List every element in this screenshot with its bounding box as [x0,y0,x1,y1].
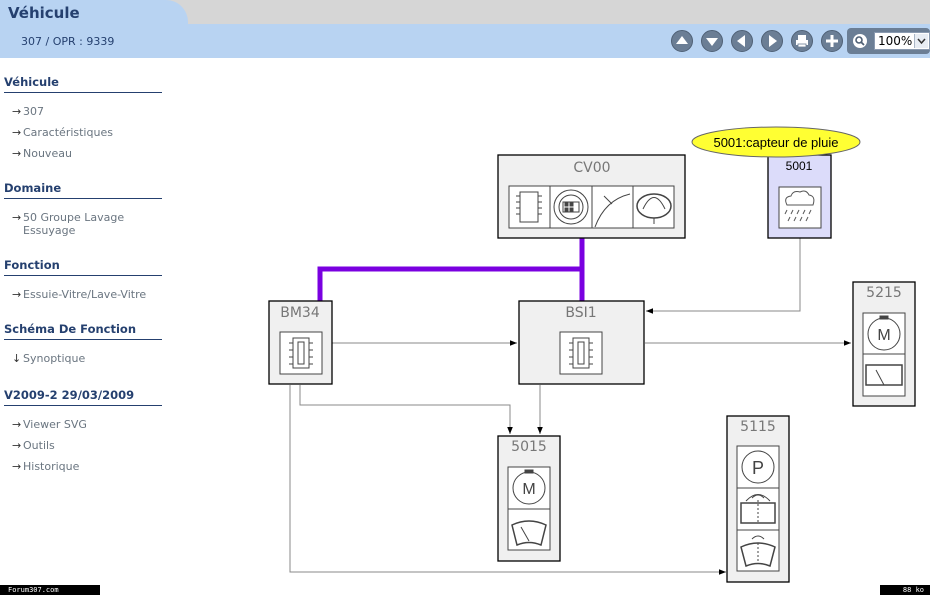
component-label: 5001 [786,159,813,173]
component-bsi1[interactable]: BSI1 [518,300,645,385]
component-cv00[interactable]: CV00 [497,154,686,239]
print-button[interactable] [791,30,813,52]
breadcrumb[interactable]: 307 / OPR : 9339 [21,35,115,48]
plus-icon [826,35,838,47]
component-5215[interactable]: 5215 M [852,281,916,407]
wire-5001-bsi1[interactable] [646,238,801,314]
sidebar-heading-domaine: Domaine [4,181,62,195]
component-label: 5115 [740,419,776,435]
up-arrow-icon [676,36,688,44]
washer-rear-icon [740,494,776,524]
component-5001-rain-sensor[interactable]: 5001 [767,154,832,239]
sidebar-item-essuie-vitre[interactable]: →Essuie-Vitre/Lave-Vitre [12,288,146,301]
arrow-down-icon: ↓ [12,352,22,365]
component-5015[interactable]: 5015 M [497,435,561,562]
component-bm34[interactable]: BM34 [268,300,333,385]
left-arrow-icon [737,35,745,47]
right-arrow-icon [769,35,777,47]
sidebar-item-label: Nouveau [23,147,72,160]
component-5115[interactable]: 5115 P [726,415,790,583]
component-tooltip: 5001:capteur de pluie [691,126,861,158]
component-label: CV00 [573,160,610,176]
ecu-chip-icon [516,191,542,223]
header-tab [0,0,188,26]
file-size-badge: 88 ko [880,585,930,595]
arrow-right-icon: → [12,460,22,473]
component-label: BM34 [280,305,320,321]
sidebar-heading-schema: Schéma De Fonction [4,322,137,336]
ecu-chip-icon [569,337,593,369]
divider [4,339,162,340]
svg-text:M: M [522,481,535,498]
arrow-right-icon: → [12,126,22,139]
sidebar-item-groupe-lavage[interactable]: →50 Groupe Lavage Essuyage [12,211,142,237]
scroll-down-button[interactable] [701,30,723,52]
divider [4,92,162,93]
wires [289,238,851,575]
divider [4,198,162,199]
component-label: 5015 [511,439,547,455]
magnifier-icon [853,34,867,48]
front-wiper-icon [511,520,547,547]
sidebar-item-label: Historique [23,460,80,473]
scroll-up-button[interactable] [671,30,693,52]
divider [4,275,162,276]
can-bus-wire[interactable] [317,266,582,301]
ecu-chip-icon [289,337,313,369]
svg-text:P: P [752,458,764,478]
scroll-left-button[interactable] [731,30,753,52]
park-position-icon: P [741,450,775,484]
zoom-select[interactable]: 100% [874,32,930,50]
wire-bm34-5015[interactable] [299,385,513,434]
sidebar-item-307[interactable]: →307 [12,105,44,118]
arrow-right-icon: → [12,105,22,118]
arrow-right-icon: → [12,147,22,160]
component-label: BSI1 [565,305,596,321]
sidebar-item-viewer-svg[interactable]: →Viewer SVG [12,418,87,431]
sidebar-item-synoptique[interactable]: ↓Synoptique [12,352,85,365]
steering-switch-icon [553,189,589,225]
divider [4,405,162,406]
sidebar-item-label: Viewer SVG [23,418,87,431]
sidebar-item-label: Essuie-Vitre/Lave-Vitre [23,288,147,301]
sidebar-item-outils[interactable]: →Outils [12,439,55,452]
arrow-right-icon: → [12,439,22,452]
sidebar-heading-version: V2009-2 29/03/2009 [4,388,135,402]
sidebar-item-label: Caractéristiques [23,126,113,139]
wire-bm34-5115[interactable] [289,385,726,575]
sidebar-item-historique[interactable]: →Historique [12,460,79,473]
tooltip-text: 5001:capteur de pluie [713,135,838,150]
sidebar-item-label: 50 Groupe Lavage Essuyage [23,211,125,237]
watermark-bar: Forum307.com [0,585,100,595]
sidebar-item-nouveau[interactable]: →Nouveau [12,147,72,160]
sidebar-item-label: Outils [23,439,55,452]
motor-icon: M [867,315,901,351]
arrow-right-icon: → [12,211,22,224]
print-icon [796,35,808,48]
gauge-icon [636,193,672,224]
page-title: Véhicule [8,4,80,22]
down-arrow-icon [706,38,718,46]
zoom-in-button[interactable] [821,30,843,52]
rear-wiper-icon [865,364,903,386]
motor-icon: M [512,469,546,505]
sidebar-heading-vehicule: Véhicule [4,75,59,89]
washer-front-icon [740,535,776,568]
sidebar-item-label: 307 [23,105,44,118]
chevron-down-icon[interactable] [914,34,928,48]
zoom-value: 100% [878,34,913,48]
stalk-switch-icon [594,193,631,228]
svg-text:M: M [877,327,890,344]
arrow-right-icon: → [12,288,22,301]
sidebar-heading-fonction: Fonction [4,258,60,272]
sidebar-item-caracteristiques[interactable]: →Caractéristiques [12,126,113,139]
scroll-right-button[interactable] [761,30,783,52]
arrow-right-icon: → [12,418,22,431]
rain-cloud-icon [784,190,815,222]
component-label: 5215 [866,285,902,301]
sidebar-item-label: Synoptique [23,352,86,365]
